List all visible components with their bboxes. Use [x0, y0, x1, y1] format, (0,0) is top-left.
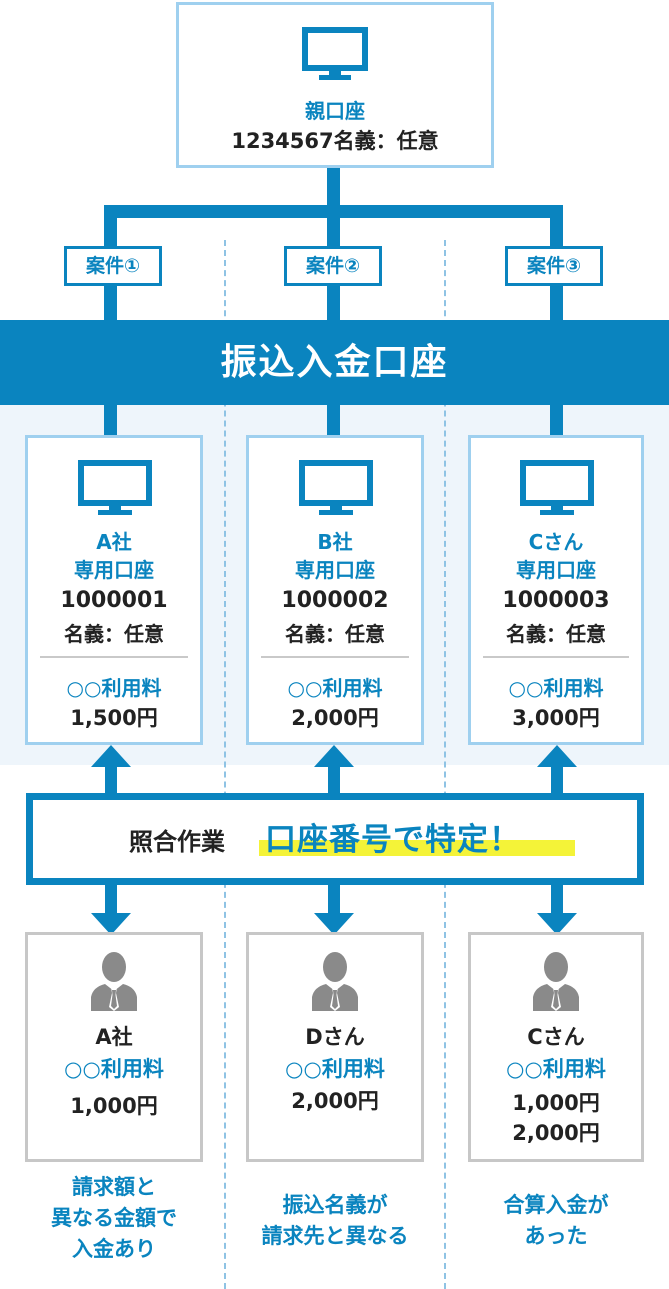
account-name: A社 [96, 530, 132, 554]
account-amount: 1,500円 [70, 706, 158, 730]
payer-amount: 1,000円 [70, 1094, 158, 1118]
band-title: 振込入金口座 [0, 320, 669, 405]
note-line: 異なる金額で [51, 1206, 177, 1230]
parent-account-box: 親口座 1234567名義：任意 [176, 2, 494, 168]
account-holder: 名義：任意 [285, 622, 385, 646]
double-arrow-up-1 [91, 745, 131, 797]
account-fee-label: ○○利用料 [66, 676, 162, 700]
account-number: 1000003 [502, 588, 610, 613]
note-1: 請求額と 異なる金額で 入金あり [25, 1172, 203, 1265]
parent-subtitle: 1234567名義：任意 [231, 129, 439, 153]
highlight-marker [259, 840, 575, 856]
band-to-account-1 [104, 404, 117, 438]
account-divider [261, 656, 409, 658]
work-label: 照合作業 [129, 828, 225, 856]
parent-title: 親口座 [305, 99, 365, 123]
matching-work-box: 照合作業 口座番号で特定！ [26, 793, 644, 885]
account-amount: 3,000円 [512, 706, 600, 730]
arrow-down-2 [314, 885, 354, 935]
account-number: 1000001 [60, 588, 168, 613]
work-highlight: 口座番号で特定！ [265, 822, 521, 858]
case3-down [550, 286, 563, 322]
payer-box-1: A社 ○○利用料 1,000円 [25, 932, 203, 1162]
payer-box-2: Dさん ○○利用料 2,000円 [246, 932, 424, 1162]
column-separator-1 [224, 240, 226, 1289]
payer-amount: 2,000円 [512, 1121, 600, 1145]
account-fee-label: ○○利用料 [508, 676, 604, 700]
payer-fee-label: ○○利用料 [506, 1057, 606, 1081]
note-line: 請求先と異なる [261, 1224, 409, 1248]
branch-left [104, 205, 117, 247]
note-line: 入金あり [72, 1237, 156, 1261]
monitor-icon [520, 460, 594, 515]
account-amount: 2,000円 [291, 706, 379, 730]
payer-box-3: Cさん ○○利用料 1,000円 2,000円 [468, 932, 644, 1162]
case-label-1: 案件① [64, 246, 162, 286]
account-holder: 名義：任意 [506, 622, 606, 646]
column-separator-2 [444, 240, 446, 1289]
arrow-down-3 [537, 885, 577, 935]
account-box-2: B社 専用口座 1000002 名義：任意 ○○利用料 2,000円 [246, 435, 424, 745]
band-to-account-3 [550, 404, 563, 438]
account-type: 専用口座 [74, 558, 154, 582]
note-2: 振込名義が 請求先と異なる [232, 1190, 438, 1252]
person-icon [91, 952, 137, 1011]
double-arrow-up-2 [314, 745, 354, 797]
account-divider [483, 656, 629, 658]
note-3: 合算入金が あった [468, 1190, 644, 1252]
note-line: 合算入金が [503, 1193, 609, 1217]
account-type: 専用口座 [516, 558, 596, 582]
payer-fee-label: ○○利用料 [64, 1057, 164, 1081]
payer-name: Dさん [305, 1025, 365, 1049]
monitor-icon [302, 27, 368, 80]
account-type: 専用口座 [295, 558, 375, 582]
account-divider [40, 656, 188, 658]
case1-down [104, 286, 117, 322]
note-line: 振込名義が [282, 1193, 388, 1217]
account-box-1: A社 専用口座 1000001 名義：任意 ○○利用料 1,500円 [25, 435, 203, 745]
payer-name: A社 [95, 1025, 133, 1049]
account-name: Cさん [528, 530, 584, 554]
case2-down [327, 286, 340, 322]
arrow-down-1 [91, 885, 131, 935]
case-label-3: 案件③ [505, 246, 603, 286]
account-holder: 名義：任意 [64, 622, 164, 646]
account-name: B社 [317, 530, 353, 554]
account-fee-label: ○○利用料 [287, 676, 383, 700]
payer-amount: 2,000円 [291, 1089, 379, 1113]
account-number: 1000002 [281, 588, 389, 613]
account-box-3: Cさん 専用口座 1000003 名義：任意 ○○利用料 3,000円 [468, 435, 644, 745]
person-icon [533, 952, 579, 1011]
person-icon [312, 952, 358, 1011]
double-arrow-up-3 [537, 745, 577, 797]
note-line: あった [524, 1224, 588, 1248]
band-to-account-2 [327, 404, 340, 438]
monitor-icon [299, 460, 373, 515]
branch-center [327, 205, 340, 247]
parent-connector [327, 168, 340, 208]
payer-name: Cさん [527, 1025, 585, 1049]
branch-right [550, 205, 563, 247]
payer-fee-label: ○○利用料 [285, 1057, 385, 1081]
monitor-icon [78, 460, 152, 515]
case-label-2: 案件② [284, 246, 382, 286]
note-line: 請求額と [72, 1175, 156, 1199]
payer-amount: 1,000円 [512, 1091, 600, 1115]
